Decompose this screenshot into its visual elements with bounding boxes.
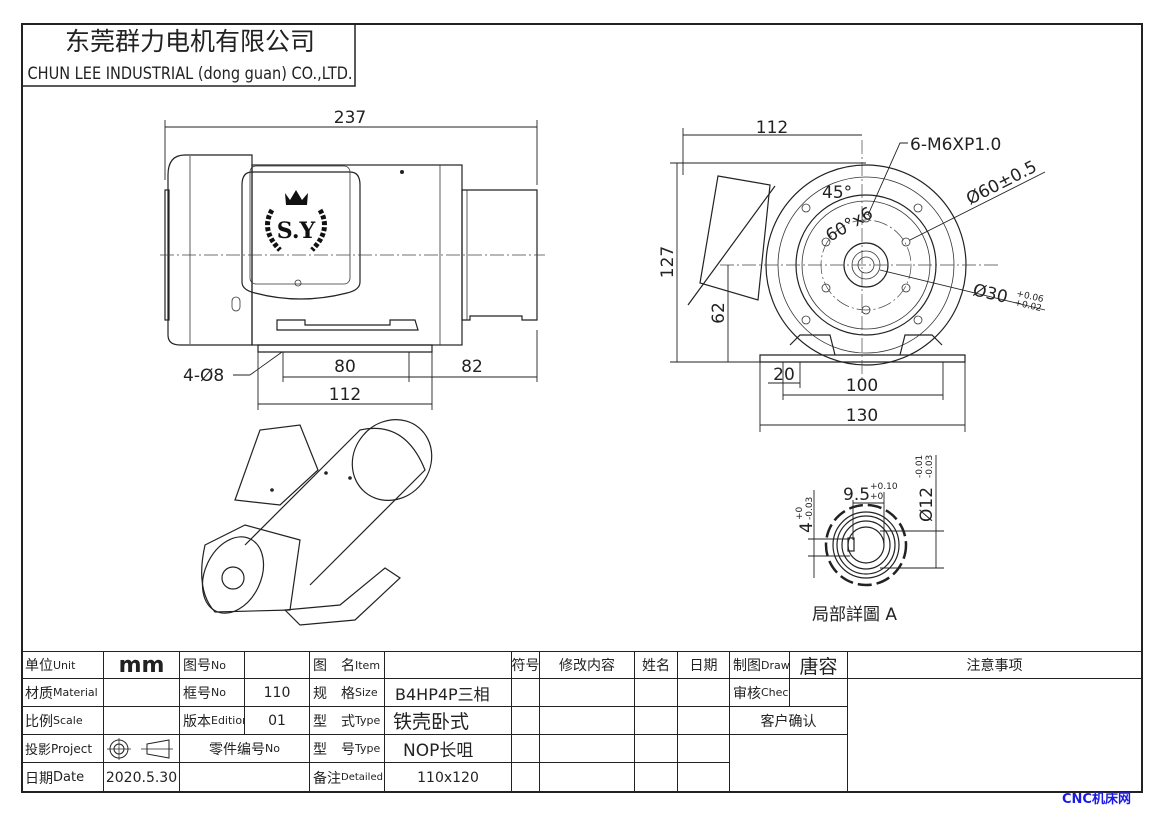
dia-60: Ø60±0.5 [963,157,1040,209]
company-name-en: CHUN LEE INDUSTRIAL (dong guan) CO.,LTD. [28,64,353,84]
edition-label: 版本Edition [180,707,245,735]
remark-value: 110x120 [385,763,512,793]
rev-cell [635,735,678,763]
rev-cell [512,679,540,707]
shaft-dia-tol-upper: -0.01 [915,455,925,478]
key-width: 9.5 [843,485,870,505]
angle-60: 60°x6 [823,204,877,247]
front-view: 112 127 62 20 100 130 6-M6XP1.0 45° 60°x… [658,118,1046,432]
rev-cell [635,679,678,707]
rev-cell [540,679,635,707]
model-value: NOP长咀 [385,735,512,763]
material-value [104,679,180,707]
dim-front: 82 [461,357,483,377]
notes-header: 注意事项 [848,652,1142,679]
edition-value: 01 [245,707,310,735]
check-value [790,679,848,707]
check-label: 审核Check [730,679,790,707]
size-value: B4HP4P三相 [385,679,512,707]
dim-base: 130 [846,406,878,426]
rev-cell [678,707,730,735]
rev-symbol-header: 符号 [512,652,540,679]
angle-45: 45° [822,183,852,203]
item-value [385,652,512,679]
rev-cell [540,763,635,793]
rev-cell [678,763,730,793]
notes-area [848,679,1142,793]
rev-date-header: 日期 [678,652,730,679]
rev-cell [512,707,540,735]
watermark: CNC机床网 [1062,792,1131,807]
company-box [21,23,356,87]
dia-30: Ø30 [971,280,1010,307]
shaft-dia-tol-lower: -0.03 [925,455,935,478]
unit-value: mm [104,652,180,679]
isometric-view [201,419,433,626]
customer-confirm-label: 客户确认 [730,707,848,735]
rev-cell [540,735,635,763]
dim-center-height: 62 [709,302,729,324]
drawing-no-value [245,652,310,679]
logo-text: S.Y [277,218,316,244]
detail-a-view: 9.5 +0.10 +0 4 +0 -0.03 Ø12 -0.01 -0.03 … [795,455,944,625]
thread-label: 6-M6XP1.0 [910,135,1001,155]
part-no-value [180,763,310,793]
key-depth-tol-upper: +0 [795,506,805,520]
customer-confirm-area [730,735,848,793]
dim-feet-holes: 80 [334,357,356,377]
key-depth: 4 [797,522,817,533]
dim-holes: 100 [846,376,878,396]
company-name-cn: 东莞群力电机有限公司 [65,27,315,56]
projection-symbol-icon [106,737,173,760]
date-value: 2020.5.30 [104,763,180,793]
dim-edge: 20 [773,365,795,385]
rev-name-header: 姓名 [635,652,678,679]
dim-front-width: 112 [756,118,788,138]
rev-cell [635,707,678,735]
key-depth-tol-lower: -0.03 [805,497,815,520]
dim-feet-width: 112 [329,385,361,405]
rev-cell [540,707,635,735]
key-width-tol-lower: +0 [870,492,884,502]
rev-cell [678,735,730,763]
sy-logo: S.Y [265,190,327,252]
rev-cell [635,763,678,793]
rev-cell [512,763,540,793]
detail-a-caption: 局部詳圖 A [812,605,897,625]
projection-symbol [104,735,180,763]
type-value: 铁壳卧式 [385,707,512,735]
side-view: S.Y 237 80 82 112 4-Ø8 [160,108,545,410]
frame-no-value: 110 [245,679,310,707]
rev-cell [678,679,730,707]
dim-overall-length: 237 [334,108,366,128]
rev-content-header: 修改内容 [540,652,635,679]
rev-cell [512,735,540,763]
key-width-tol-upper: +0.10 [870,482,898,492]
draw-value: 唐容 [790,652,848,679]
shaft-dia: Ø12 [917,487,937,522]
hole-label: 4-Ø8 [183,366,224,386]
scale-value [104,707,180,735]
dim-height: 127 [658,246,678,278]
